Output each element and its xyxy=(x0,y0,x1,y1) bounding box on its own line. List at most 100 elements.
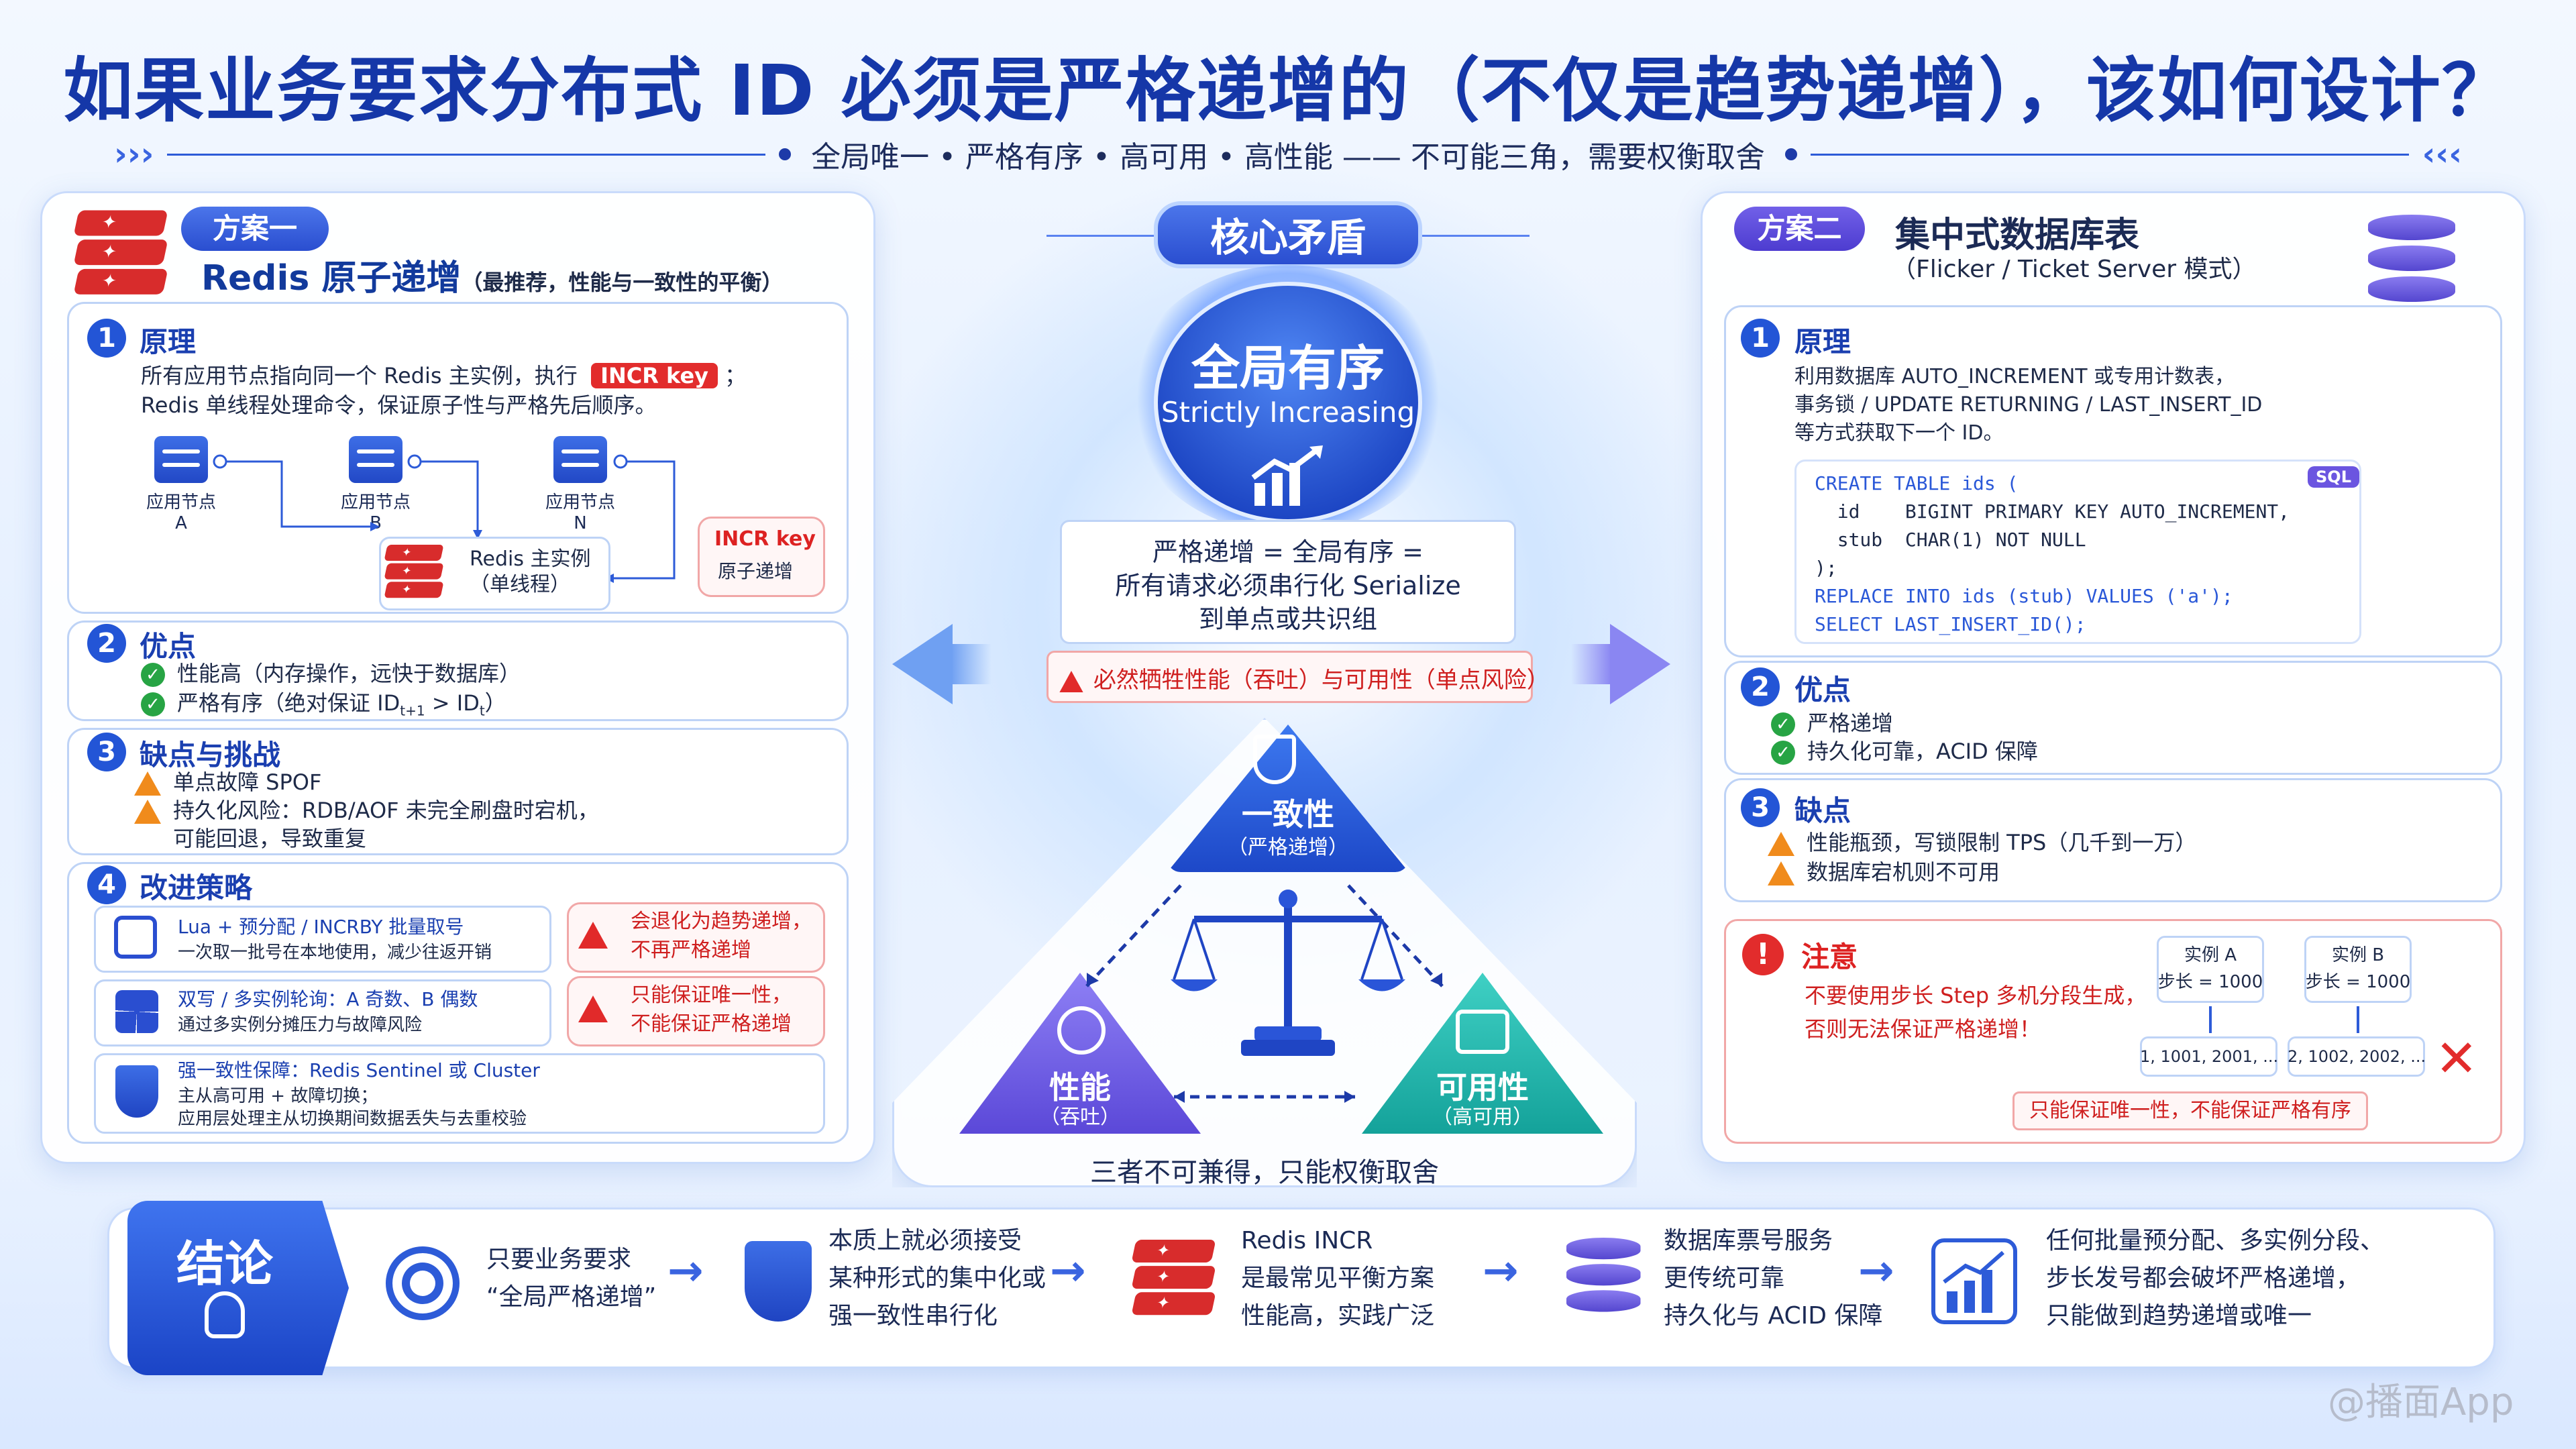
warning-icon xyxy=(134,800,161,824)
strategy-desc: 主从高可用 + 故障切换； xyxy=(178,1086,378,1106)
arrow-right-icon: → xyxy=(1858,1246,1894,1296)
step-number: 3 xyxy=(1741,788,1780,827)
shield-icon xyxy=(1253,735,1296,784)
conclusion-text: 某种形式的集中化或 xyxy=(828,1265,1046,1292)
conclusion-text: 只要业务要求 xyxy=(486,1246,632,1273)
divider xyxy=(167,153,766,156)
pro-item: ✓ 持久化可靠，ACID 保障 xyxy=(1771,737,2038,766)
conclusion-label: 结论 xyxy=(176,1236,273,1292)
note-text: 否则无法保证严格递增！ xyxy=(1805,1016,2041,1042)
incr-key-box xyxy=(698,517,825,597)
sql-code-block xyxy=(1794,460,2361,644)
pro-item-mid: > ID xyxy=(425,690,480,716)
sequence-a-box xyxy=(2140,1036,2277,1077)
consistency-sub: （严格递增） xyxy=(1228,836,1348,859)
serialize-text: 到单点或共识组 xyxy=(1198,604,1377,634)
instance-a-step: 步长 = 1000 xyxy=(2157,972,2263,992)
center-warning-box xyxy=(1046,651,1533,703)
check-icon: ✓ xyxy=(141,663,165,687)
conclusion-tag xyxy=(127,1201,349,1375)
step-number: 1 xyxy=(87,319,126,358)
watermark: @播面App xyxy=(2328,1381,2514,1424)
strategy-title: 强一致性保障：Redis Sentinel 或 Cluster xyxy=(178,1059,540,1081)
pro-item-text: 严格递增 xyxy=(1807,710,1894,736)
instance-b-box xyxy=(2304,936,2412,1003)
conclusion-text: 强一致性串行化 xyxy=(828,1302,998,1330)
pro-item-text: 严格有序（绝对保证 ID xyxy=(177,690,400,716)
sql-badge: SQL xyxy=(2308,466,2359,488)
sql-line: CREATE TABLE ids ( xyxy=(1815,472,2019,494)
alert-icon: ! xyxy=(1742,934,1784,975)
serialize-box xyxy=(1060,520,1516,644)
shield-icon xyxy=(115,1065,158,1118)
divider xyxy=(1810,153,2409,156)
arrow-right-icon: → xyxy=(1050,1246,1086,1296)
step-number: 1 xyxy=(1741,319,1780,358)
pro-item: ✓ 严格递增 xyxy=(1771,708,1893,738)
warning-icon-wrap xyxy=(578,993,608,1022)
redis-master-label: Redis 主实例 xyxy=(470,547,591,571)
note-heading: 注意 xyxy=(1801,941,1858,973)
note-bottom-text: 只能保证唯一性，不能保证严格有序 xyxy=(2029,1099,2351,1122)
strategy-warning-text: 不再严格递增 xyxy=(631,938,751,962)
conclusion-text: 持久化与 ACID 保障 xyxy=(1664,1302,1883,1330)
performance-label: 性能 xyxy=(1049,1069,1111,1106)
warning-icon xyxy=(578,922,608,949)
section-heading: 优点 xyxy=(1794,674,1851,706)
conclusion-text: Redis INCR xyxy=(1241,1227,1373,1254)
dot-icon xyxy=(779,148,792,160)
conclusion-text: 更传统可靠 xyxy=(1664,1265,1785,1292)
strategy-desc: 一次取一批号在本地使用，减少往返开销 xyxy=(178,943,492,963)
core-cn: 全局有序 xyxy=(1191,340,1385,396)
incr-key-sub: 原子递增 xyxy=(718,560,794,582)
server-icon xyxy=(553,436,607,483)
arrow-left-icon xyxy=(892,624,953,704)
strategy-title: 双写 / 多实例轮询：A 奇数、B 偶数 xyxy=(178,988,478,1010)
tag-line xyxy=(1046,235,1154,237)
pro-item-text: 持久化可靠，ACID 保障 xyxy=(1807,739,2038,764)
instance-b-step: 步长 = 1000 xyxy=(2305,972,2411,992)
con-item: 单点故障 SPOF xyxy=(134,767,321,797)
arrow-down-icon xyxy=(2209,1006,2212,1033)
strategy-desc: 应用层处理主从切换期间数据丢失与去重校验 xyxy=(178,1109,527,1129)
dot-icon xyxy=(1784,148,1797,160)
availability-sub: （高可用） xyxy=(1432,1106,1533,1129)
conclusion-text: 步长发号都会破坏严格递增， xyxy=(2046,1265,2361,1292)
warning-icon-wrap xyxy=(578,919,608,949)
pro-item-end: ） xyxy=(484,690,506,716)
core-en: Strictly Increasing xyxy=(1161,396,1415,429)
consistency-label: 一致性 xyxy=(1242,796,1334,833)
section-heading: 改进策略 xyxy=(140,871,253,904)
arrow-left-tail xyxy=(951,644,991,684)
plan-one-title-text: Redis 原子递增 xyxy=(201,258,462,299)
con-item: 持久化风险：RDB/AOF 未完全刷盘时宕机， xyxy=(134,796,599,825)
plan-one-tag: 方案一 xyxy=(181,207,329,251)
check-icon: ✓ xyxy=(1771,712,1795,737)
database-icon xyxy=(1566,1238,1641,1316)
section-heading: 缺点 xyxy=(1794,794,1851,827)
warning-icon xyxy=(578,996,608,1022)
warning-icon xyxy=(1059,670,1083,692)
pro-item-text: 性能高（内存操作，远快于数据库） xyxy=(177,661,521,686)
target-icon xyxy=(386,1246,460,1320)
left-pros-card xyxy=(67,621,849,721)
arrow-right-tail xyxy=(1571,644,1611,684)
strategy-multi-card xyxy=(94,979,551,1046)
warning-icon xyxy=(1768,861,1794,885)
lightbulb-icon xyxy=(205,1291,245,1338)
step-number: 3 xyxy=(87,733,126,771)
subscript: t+1 xyxy=(400,702,425,719)
section-heading: 缺点与挑战 xyxy=(140,739,281,771)
con-item-text: 性能瓶颈，写锁限制 TPS（几千到一万） xyxy=(1807,830,2197,855)
page-title: 如果业务要求分布式 ID 必须是严格递增的（不仅是趋势递增），该如何设计？ xyxy=(63,50,2513,131)
principle-text: 所有应用节点指向同一个 Redis 主实例，执行 INCR key ； xyxy=(141,361,746,390)
chevron-right-icon: ››› xyxy=(114,136,154,173)
app-node-label: 应用节点 N xyxy=(545,492,615,533)
server-icon xyxy=(154,436,208,483)
strategy-ha-card xyxy=(94,1053,825,1134)
check-icon: ✓ xyxy=(1771,741,1795,765)
arrow-right-icon: → xyxy=(667,1246,704,1296)
conclusion-text: 是最常见平衡方案 xyxy=(1241,1265,1435,1292)
strategy-lua-warning xyxy=(567,902,825,973)
strategy-title: Lua + 预分配 / INCRBY 批量取号 xyxy=(178,916,464,938)
